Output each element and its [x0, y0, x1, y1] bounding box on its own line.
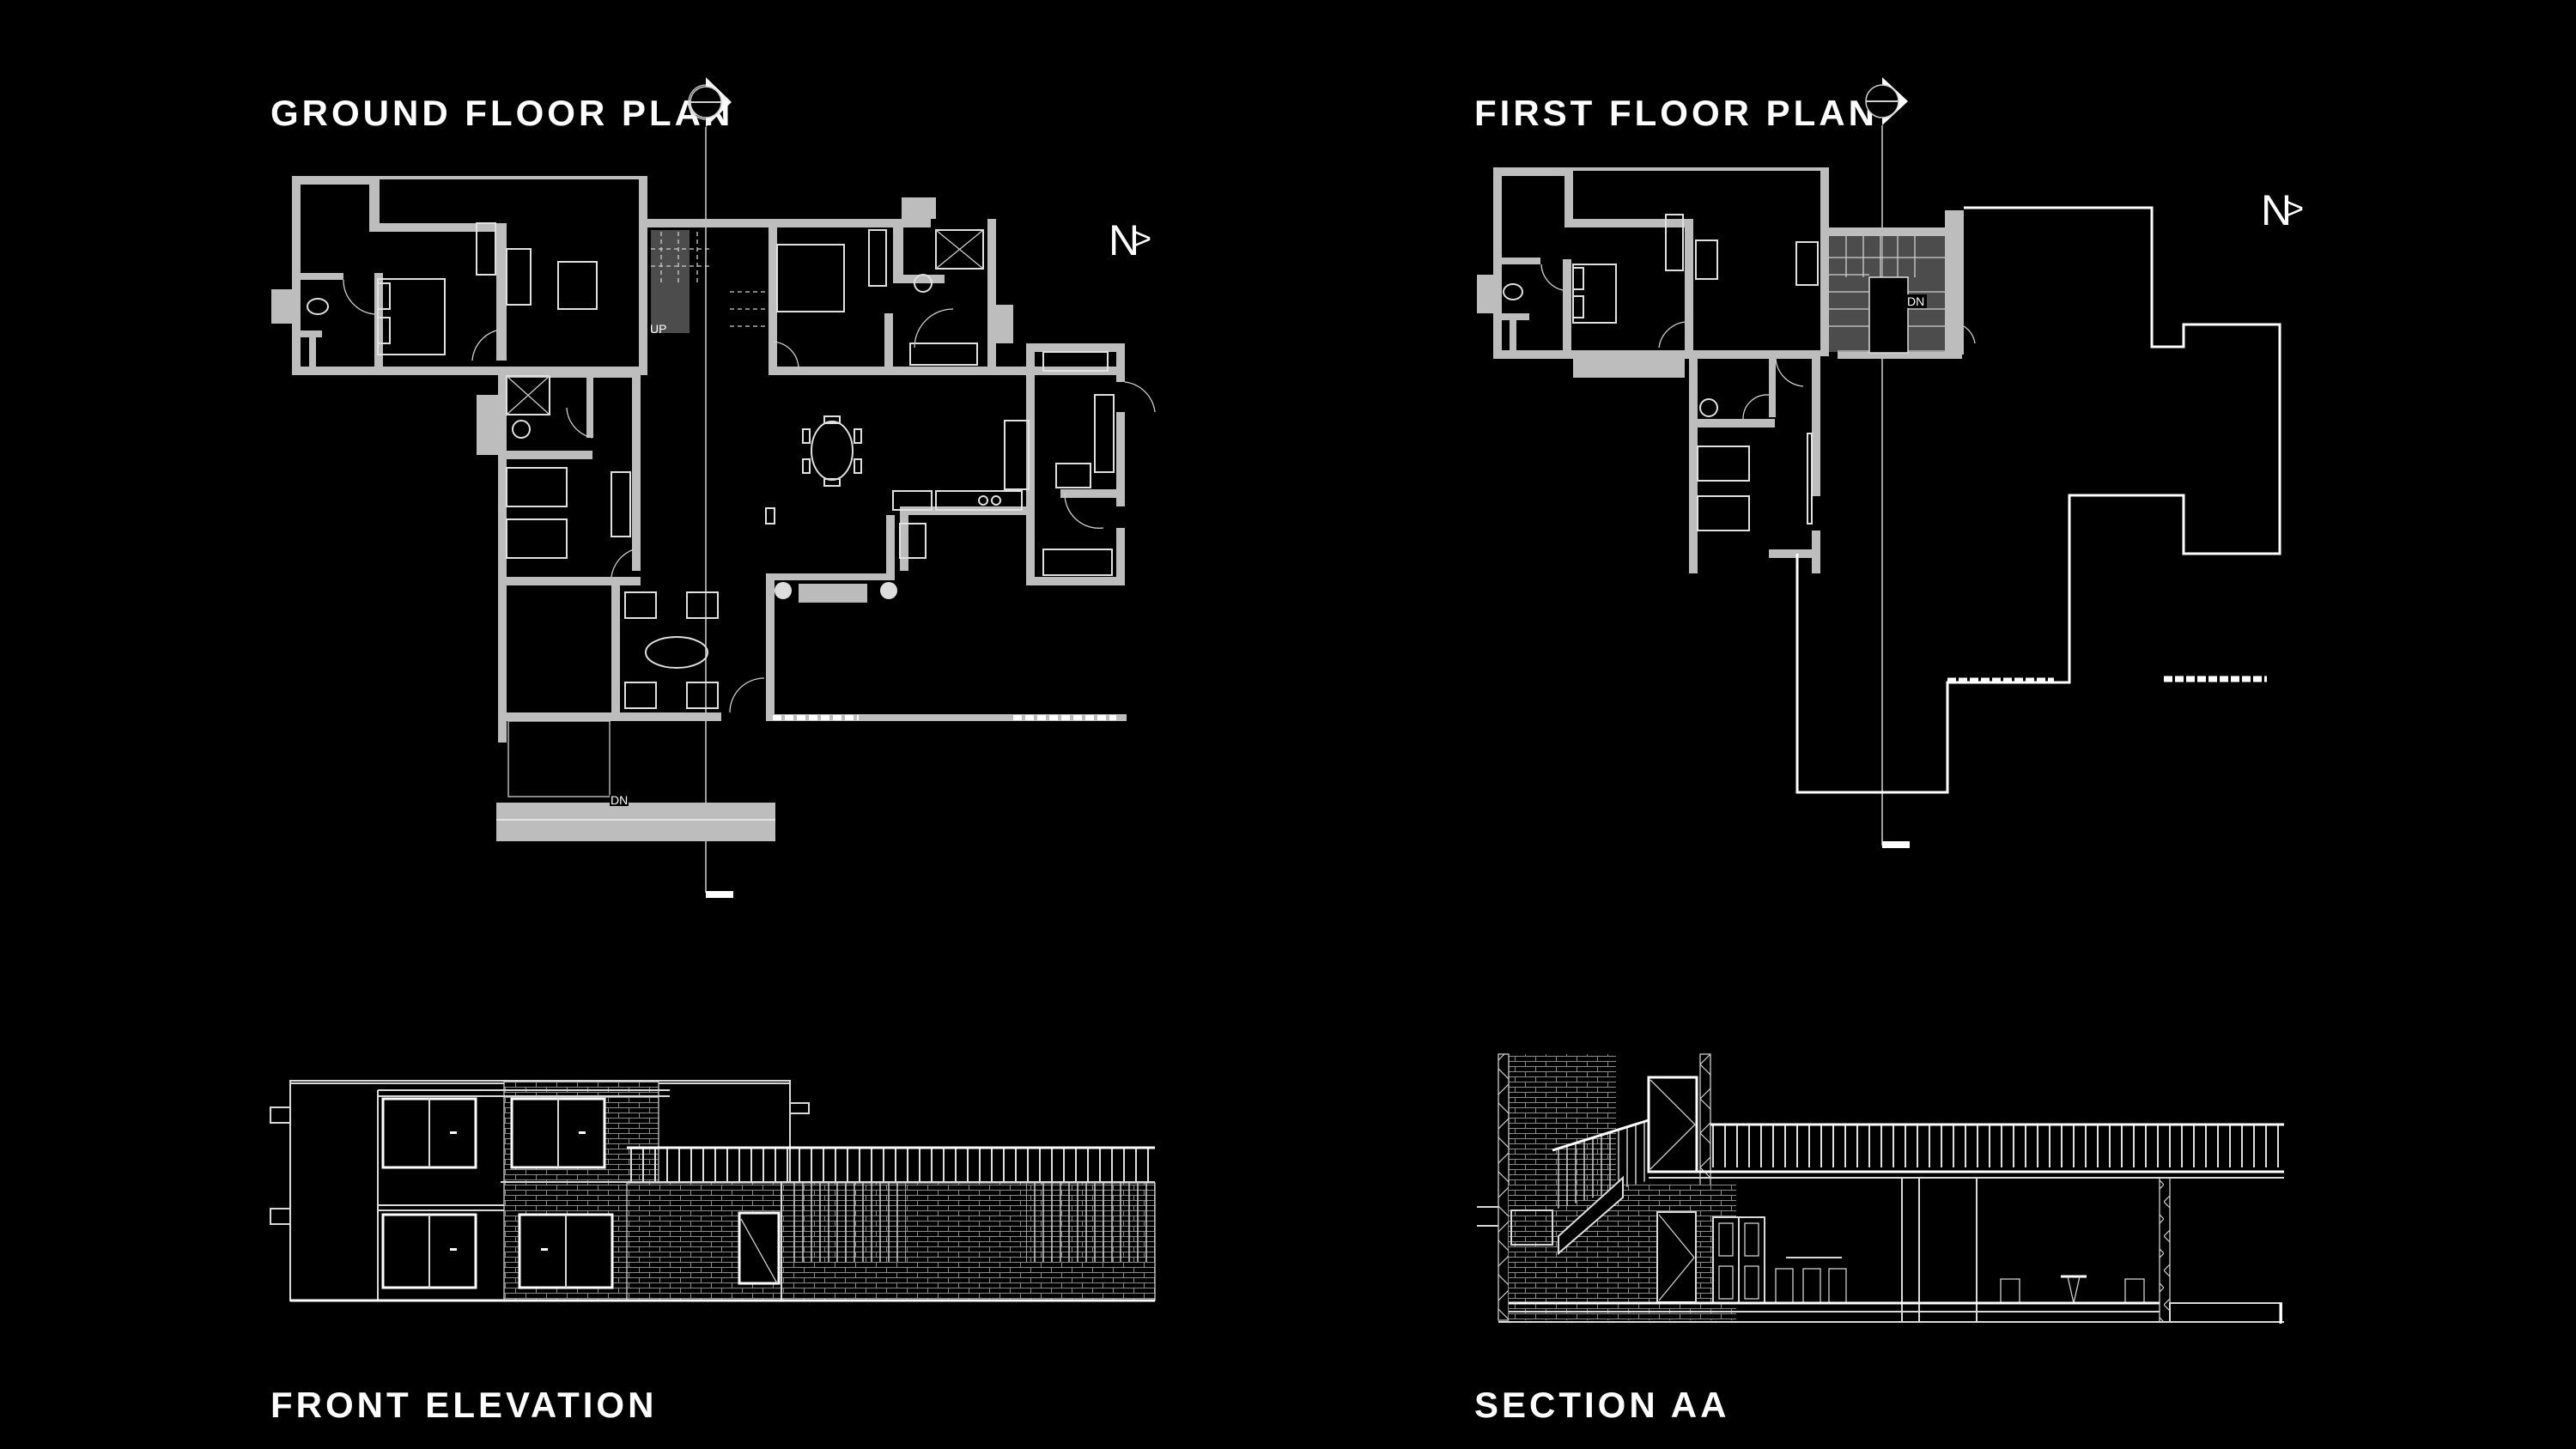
first-floor-plan-title: FIRST FLOOR PLAN — [1474, 93, 1878, 133]
door-swings — [343, 279, 1156, 713]
ground-floor-plan: GROUND FLOOR PLAN N > — [270, 77, 1156, 898]
stair-down-label: DN — [1907, 294, 1924, 308]
staircase: UP — [650, 230, 769, 336]
entrance-steps: DN — [496, 720, 775, 841]
door-swings — [1540, 264, 1976, 420]
section-aa-title: SECTION AA — [1474, 1385, 1729, 1425]
front-elevation-title: FRONT ELEVATION — [270, 1385, 657, 1425]
section-marker-icon — [1865, 77, 1910, 848]
furniture — [1775, 1257, 2145, 1304]
section-marker-icon — [688, 77, 733, 898]
north-label: N — [2261, 186, 2292, 234]
stair-down-label: DN — [611, 793, 628, 807]
north-arrow-icon: N > — [2261, 186, 2304, 234]
front-elevation — [270, 1080, 1156, 1302]
ground-floor-plan-title: GROUND FLOOR PLAN — [270, 93, 733, 133]
windows — [381, 1097, 614, 1289]
north-arrow-glyph: > — [1133, 221, 1151, 256]
terrace-outline — [1795, 206, 2281, 794]
north-arrow-icon: N > — [1109, 216, 1151, 264]
stair-up-label: UP — [650, 322, 666, 336]
staircase: DN — [1829, 236, 1945, 354]
walls — [271, 176, 1127, 743]
furniture — [307, 222, 1116, 720]
north-arrow-glyph: > — [2286, 191, 2304, 226]
furniture — [1503, 214, 1819, 531]
section-aa — [1477, 1053, 2284, 1324]
north-label: N — [1109, 216, 1139, 264]
walls — [1477, 167, 1964, 573]
first-floor-plan: FIRST FLOOR PLAN N > — [1474, 77, 2304, 848]
